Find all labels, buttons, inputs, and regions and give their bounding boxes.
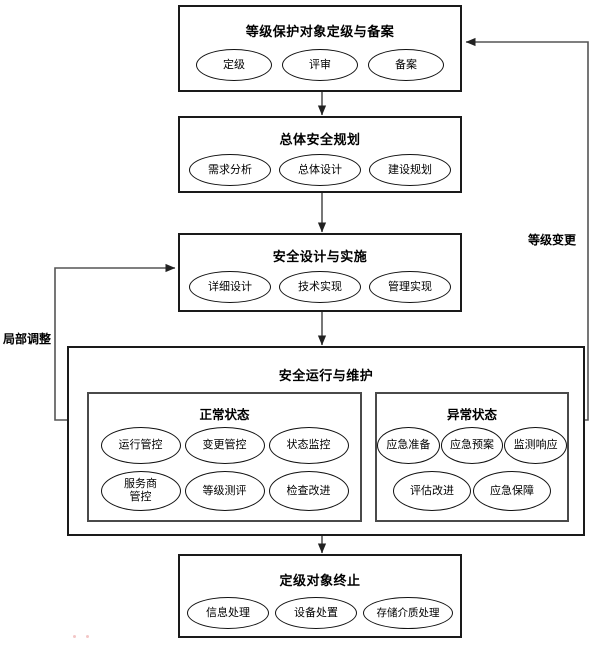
node-assessment-improvement[interactable]: 评估改进 [393,471,471,511]
feedback-label-level-change: 等级变更 [528,233,577,247]
node-service-provider-control[interactable]: 服务商 管控 [100,471,181,511]
subgroup-box-abnormal-state[interactable]: 异常状态 应急准备 应急预案 监测响应 评估改进 应急保障 [375,392,569,522]
node-management-implementation[interactable]: 管理实现 [369,271,451,303]
node-row-normal-state-2: 服务商 管控 等级测评 检查改进 [89,471,360,511]
stage-box-object-termination[interactable]: 定级对象终止 信息处理 设备处置 存储介质处理 [178,554,462,638]
node-technical-implementation[interactable]: 技术实现 [279,271,361,303]
node-inspection-improvement[interactable]: 检查改进 [268,471,349,511]
artifact-dot-right [86,635,89,638]
node-overall-design[interactable]: 总体设计 [279,154,361,186]
node-grading[interactable]: 定级 [196,49,272,81]
node-grade-evaluation[interactable]: 等级测评 [184,471,265,511]
artifact-dot-left [73,635,76,638]
node-construction-planning[interactable]: 建设规划 [369,154,451,186]
stage-title-design-implementation: 安全设计与实施 [272,250,368,265]
node-change-control[interactable]: 变更管控 [184,427,265,464]
node-row-abnormal-state-2: 评估改进 应急保障 [377,471,567,511]
stage-title-overall-planning: 总体安全规划 [279,133,361,148]
node-row-overall-planning: 需求分析 总体设计 建设规划 [180,154,460,186]
node-monitoring-response[interactable]: 监测响应 [504,427,568,464]
node-information-processing[interactable]: 信息处理 [187,597,269,629]
node-status-monitoring[interactable]: 状态监控 [268,427,349,464]
stage-box-grading-filing[interactable]: 等级保护对象定级与备案 定级 评审 备案 [178,5,462,92]
subgroup-title-abnormal-state: 异常状态 [446,407,497,422]
node-storage-media-processing[interactable]: 存储介质处理 [363,597,453,629]
subgroup-box-normal-state[interactable]: 正常状态 运行管控 变更管控 状态监控 服务商 管控 等级测评 检查改进 [87,392,362,522]
feedback-label-local-adjustment: 局部调整 [3,332,52,346]
node-detailed-design[interactable]: 详细设计 [189,271,271,303]
stage-box-design-implementation[interactable]: 安全设计与实施 详细设计 技术实现 管理实现 [178,233,462,312]
node-review[interactable]: 评审 [282,49,358,81]
node-row-design-implementation: 详细设计 技术实现 管理实现 [180,271,460,303]
node-requirement-analysis[interactable]: 需求分析 [189,154,271,186]
stage-title-object-termination: 定级对象终止 [279,574,361,589]
node-row-grading-filing: 定级 评审 备案 [180,49,460,81]
node-emergency-plan[interactable]: 应急预案 [440,427,504,464]
node-row-abnormal-state-1: 应急准备 应急预案 监测响应 [377,427,568,464]
node-filing[interactable]: 备案 [368,49,444,81]
stage-box-operation-maintenance[interactable]: 安全运行与维护 正常状态 运行管控 变更管控 状态监控 服务商 管控 等级测评 … [67,346,585,536]
subgroup-title-normal-state: 正常状态 [199,407,250,422]
node-emergency-preparation[interactable]: 应急准备 [377,427,440,464]
node-row-normal-state-1: 运行管控 变更管控 状态监控 [89,427,360,464]
node-row-object-termination: 信息处理 设备处置 存储介质处理 [180,597,460,629]
stage-box-overall-planning[interactable]: 总体安全规划 需求分析 总体设计 建设规划 [178,116,462,193]
node-operation-control[interactable]: 运行管控 [100,427,181,464]
stage-title-operation-maintenance: 安全运行与维护 [278,369,374,384]
node-emergency-support[interactable]: 应急保障 [473,471,551,511]
stage-title-grading-filing: 等级保护对象定级与备案 [245,25,395,40]
node-equipment-disposal[interactable]: 设备处置 [275,597,357,629]
